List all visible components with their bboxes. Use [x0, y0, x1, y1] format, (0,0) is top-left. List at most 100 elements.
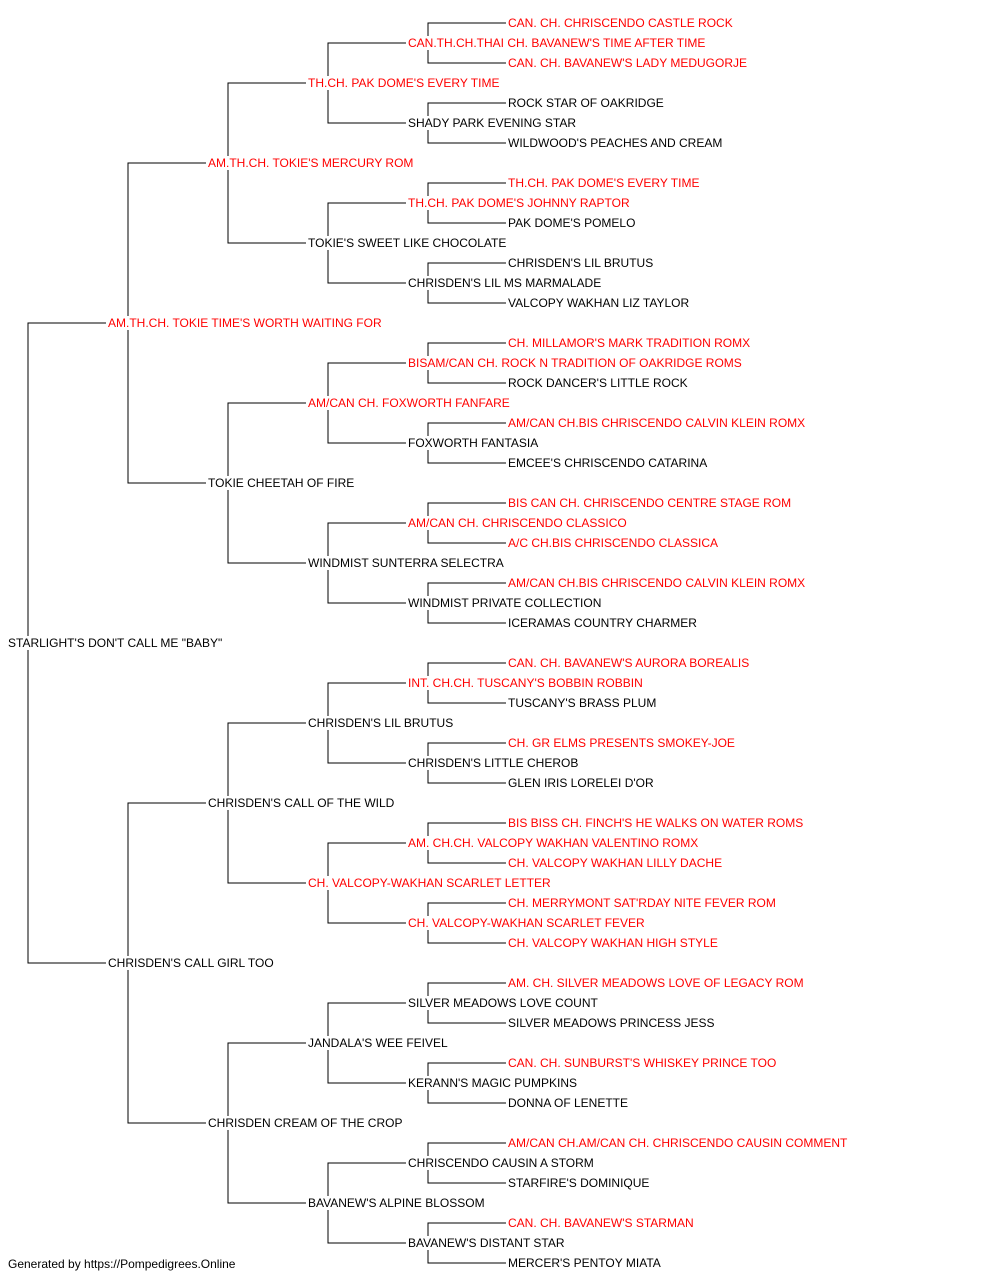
sire-connector-line: [327, 1162, 406, 1196]
ancestor-name-gen1: CHRISDEN'S CALL GIRL TOO: [108, 956, 274, 970]
ancestor-name-gen3: TOKIE'S SWEET LIKE CHOCOLATE: [308, 236, 506, 250]
sire-connector-line: [327, 522, 406, 556]
sire-connector-line: [427, 1222, 506, 1236]
ancestor-name-gen5: SILVER MEADOWS PRINCESS JESS: [508, 1016, 715, 1030]
ancestor-name-gen3: JANDALA'S WEE FEIVEL: [308, 1036, 448, 1050]
dam-connector-line: [427, 1010, 506, 1024]
ancestor-name-gen3: AM/CAN CH. FOXWORTH FANFARE: [308, 396, 510, 410]
dam-connector-line: [327, 890, 406, 924]
ancestor-name-gen5: DONNA OF LENETTE: [508, 1096, 628, 1110]
ancestor-name-gen5: TH.CH. PAK DOME'S EVERY TIME: [508, 176, 699, 190]
ancestor-name-gen4: KERANN'S MAGIC PUMPKINS: [408, 1076, 577, 1090]
ancestor-name-gen4: CHRISDEN'S LITTLE CHEROB: [408, 756, 578, 770]
ancestor-name-gen5: WILDWOOD'S PEACHES AND CREAM: [508, 136, 722, 150]
ancestor-name-gen5: CH. MERRYMONT SAT'RDAY NITE FEVER ROM: [508, 896, 776, 910]
sire-connector-line: [427, 422, 506, 436]
dam-connector-line: [427, 210, 506, 224]
ancestor-name-gen4: AM/CAN CH. CHRISCENDO CLASSICO: [408, 516, 627, 530]
ancestor-name-gen4: CHRISCENDO CAUSIN A STORM: [408, 1156, 594, 1170]
ancestor-name-gen5: CH. VALCOPY WAKHAN HIGH STYLE: [508, 936, 718, 950]
ancestor-name-gen4: AM. CH.CH. VALCOPY WAKHAN VALENTINO ROMX: [408, 836, 698, 850]
sire-connector-line: [427, 22, 506, 36]
sire-connector-line: [427, 662, 506, 676]
sire-connector-line: [427, 822, 506, 836]
sire-connector-line: [427, 742, 506, 756]
ancestor-name-gen4: CAN.TH.CH.THAI CH. BAVANEW'S TIME AFTER …: [408, 36, 705, 50]
ancestor-name-gen4: SHADY PARK EVENING STAR: [408, 116, 576, 130]
ancestor-name-gen5: VALCOPY WAKHAN LIZ TAYLOR: [508, 296, 689, 310]
dam-connector-line: [327, 90, 406, 124]
ancestor-name-gen5: BIS CAN CH. CHRISCENDO CENTRE STAGE ROM: [508, 496, 791, 510]
dam-connector-line: [127, 330, 206, 484]
generated-by-footer: Generated by https://Pompedigrees.Online: [8, 1257, 236, 1271]
ancestor-name-gen5: CHRISDEN'S LIL BRUTUS: [508, 256, 653, 270]
ancestor-name-gen3: CHRISDEN'S LIL BRUTUS: [308, 716, 453, 730]
ancestor-name-gen3: WINDMIST SUNTERRA SELECTRA: [308, 556, 504, 570]
ancestor-name-gen5: ROCK STAR OF OAKRIDGE: [508, 96, 664, 110]
dam-connector-line: [427, 850, 506, 864]
dam-connector-line: [227, 1130, 306, 1204]
ancestor-name-gen5: AM/CAN CH.BIS CHRISCENDO CALVIN KLEIN RO…: [508, 416, 805, 430]
sire-connector-line: [227, 402, 306, 476]
dam-connector-line: [427, 290, 506, 304]
sire-connector-line: [127, 802, 206, 956]
dam-connector-line: [427, 530, 506, 544]
sire-connector-line: [427, 982, 506, 996]
ancestor-name-gen5: BIS BISS CH. FINCH'S HE WALKS ON WATER R…: [508, 816, 803, 830]
dam-connector-line: [27, 650, 106, 964]
dam-connector-line: [327, 410, 406, 444]
ancestor-name-gen5: ROCK DANCER'S LITTLE ROCK: [508, 376, 688, 390]
ancestor-name-gen4: INT. CH.CH. TUSCANY'S BOBBIN ROBBIN: [408, 676, 643, 690]
ancestor-name-gen0: STARLIGHT'S DON'T CALL ME "BABY": [8, 636, 222, 650]
dam-connector-line: [327, 250, 406, 284]
ancestor-name-gen5: CH. VALCOPY WAKHAN LILLY DACHE: [508, 856, 722, 870]
ancestor-name-gen5: CAN. CH. BAVANEW'S LADY MEDUGORJE: [508, 56, 747, 70]
ancestor-name-gen1: AM.TH.CH. TOKIE TIME'S WORTH WAITING FOR: [108, 316, 382, 330]
ancestor-name-gen4: BISAM/CAN CH. ROCK N TRADITION OF OAKRID…: [408, 356, 742, 370]
sire-connector-line: [427, 262, 506, 276]
dam-connector-line: [327, 1050, 406, 1084]
sire-connector-line: [427, 902, 506, 916]
sire-connector-line: [327, 362, 406, 396]
ancestor-name-gen3: CH. VALCOPY-WAKHAN SCARLET LETTER: [308, 876, 551, 890]
ancestor-name-gen4: SILVER MEADOWS LOVE COUNT: [408, 996, 598, 1010]
ancestor-name-gen4: WINDMIST PRIVATE COLLECTION: [408, 596, 601, 610]
dam-connector-line: [427, 690, 506, 704]
ancestor-name-gen5: CAN. CH. BAVANEW'S AURORA BOREALIS: [508, 656, 749, 670]
dam-connector-line: [127, 970, 206, 1124]
ancestor-name-gen5: AM. CH. SILVER MEADOWS LOVE OF LEGACY RO…: [508, 976, 804, 990]
dam-connector-line: [427, 50, 506, 64]
sire-connector-line: [327, 1002, 406, 1036]
ancestor-name-gen5: CH. GR ELMS PRESENTS SMOKEY-JOE: [508, 736, 735, 750]
dam-connector-line: [427, 1170, 506, 1184]
dam-connector-line: [427, 770, 506, 784]
sire-connector-line: [127, 162, 206, 316]
ancestor-name-gen4: FOXWORTH FANTASIA: [408, 436, 538, 450]
sire-connector-line: [427, 502, 506, 516]
sire-connector-line: [427, 1062, 506, 1076]
dam-connector-line: [327, 730, 406, 764]
ancestor-name-gen5: ICERAMAS COUNTRY CHARMER: [508, 616, 697, 630]
dam-connector-line: [427, 1090, 506, 1104]
dam-connector-line: [327, 570, 406, 604]
sire-connector-line: [427, 342, 506, 356]
dam-connector-line: [427, 930, 506, 944]
ancestor-name-gen4: CHRISDEN'S LIL MS MARMALADE: [408, 276, 601, 290]
dam-connector-line: [427, 450, 506, 464]
sire-connector-line: [227, 722, 306, 796]
ancestor-name-gen4: BAVANEW'S DISTANT STAR: [408, 1236, 565, 1250]
ancestor-name-gen5: MERCER'S PENTOY MIATA: [508, 1256, 661, 1270]
ancestor-name-gen2: CHRISDEN CREAM OF THE CROP: [208, 1116, 402, 1130]
dam-connector-line: [227, 170, 306, 244]
ancestor-name-gen3: BAVANEW'S ALPINE BLOSSOM: [308, 1196, 485, 1210]
ancestor-name-gen4: TH.CH. PAK DOME'S JOHNNY RAPTOR: [408, 196, 630, 210]
sire-connector-line: [227, 82, 306, 156]
ancestor-name-gen5: CAN. CH. BAVANEW'S STARMAN: [508, 1216, 694, 1230]
ancestor-name-gen5: CAN. CH. CHRISCENDO CASTLE ROCK: [508, 16, 733, 30]
sire-connector-line: [327, 202, 406, 236]
sire-connector-line: [27, 322, 106, 636]
ancestor-name-gen5: STARFIRE'S DOMINIQUE: [508, 1176, 649, 1190]
ancestor-name-gen2: TOKIE CHEETAH OF FIRE: [208, 476, 354, 490]
sire-connector-line: [427, 1142, 506, 1156]
ancestor-name-gen3: TH.CH. PAK DOME'S EVERY TIME: [308, 76, 499, 90]
